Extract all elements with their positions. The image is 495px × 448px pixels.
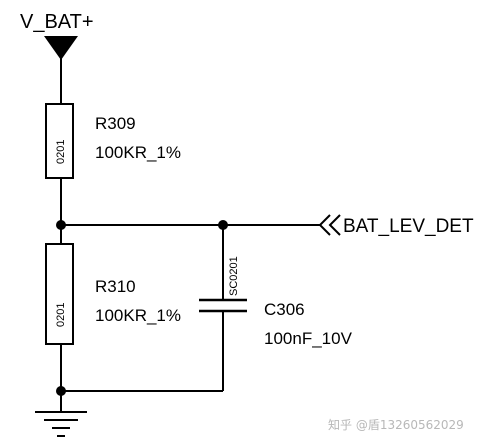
r309-body [45, 103, 74, 179]
power-label: V_BAT+ [20, 11, 94, 33]
c306-value: 100nF_10V [264, 329, 353, 348]
net-chevron-icon-2 [328, 214, 341, 236]
net-chevron-icon [318, 214, 331, 236]
watermark: 知乎 @盾13260562029 [328, 418, 464, 432]
junction-left [56, 220, 66, 230]
r310-body [45, 243, 74, 345]
r310-package: 0201 [55, 303, 67, 327]
net-label: BAT_LEV_DET [343, 216, 474, 237]
c306-package: SC0201 [228, 256, 240, 296]
power-arrow-icon [44, 36, 78, 60]
r309-package: 0201 [55, 140, 67, 164]
r310-ref: R310 [95, 277, 136, 296]
r310-value: 100KR_1% [95, 306, 181, 325]
c306-ref: C306 [264, 300, 305, 319]
r309-value: 100KR_1% [95, 143, 181, 162]
r309-ref: R309 [95, 114, 136, 133]
